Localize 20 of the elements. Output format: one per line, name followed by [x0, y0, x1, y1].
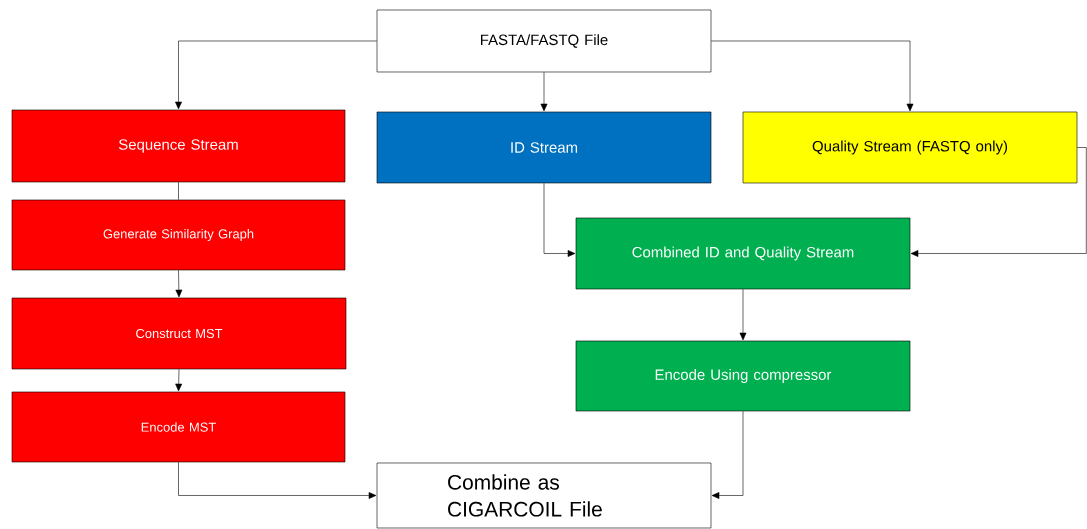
arrow: [175, 270, 183, 298]
process-box: Quality Stream (FASTQ only): [742, 111, 1078, 184]
arrow: [543, 183, 576, 257]
process-box: Encode Using compressor: [575, 340, 911, 412]
process-box: Generate Similarity Graph: [11, 199, 346, 271]
process-box: Combined ID and Quality Stream: [575, 217, 911, 290]
process-box: Sequence Stream: [11, 109, 346, 183]
process-box: Construct MST: [11, 297, 347, 370]
arrow: [175, 369, 183, 392]
output-box: Combine as CIGARCOIL File: [376, 462, 712, 529]
arrow: [910, 147, 1087, 257]
process-box: Encode MST: [11, 391, 346, 463]
arrow: [711, 40, 914, 112]
file-box: FASTA/FASTQ File: [376, 9, 712, 73]
arrow: [739, 289, 747, 341]
arrow: [540, 72, 548, 112]
arrow: [711, 411, 744, 499]
process-box: ID Stream: [376, 111, 712, 184]
arrow: [175, 40, 377, 110]
arrow: [178, 462, 377, 499]
